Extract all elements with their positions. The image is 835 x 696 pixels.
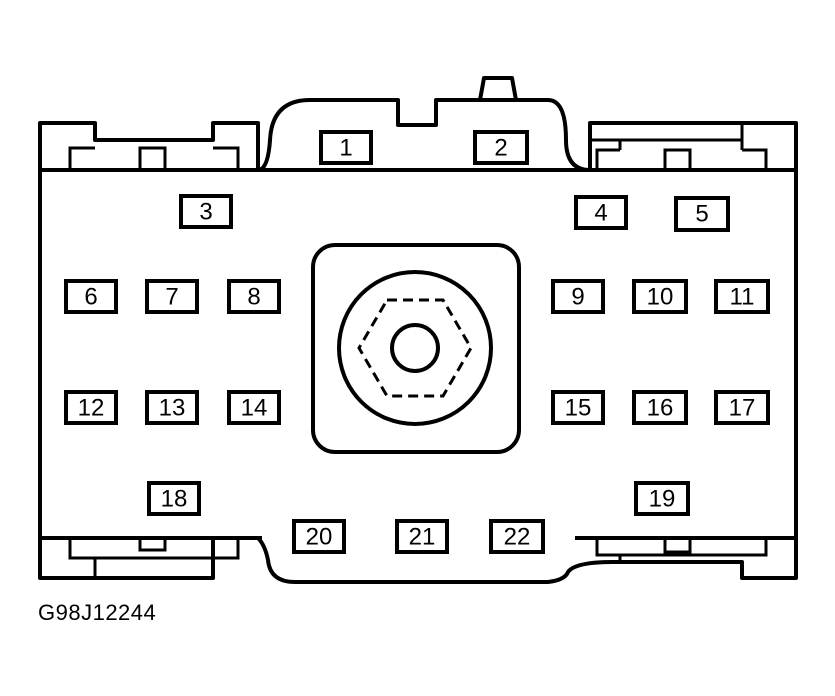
center-bolt-hole: [390, 323, 440, 373]
pin-17-label: 17: [729, 395, 756, 422]
pin-12: 12: [64, 390, 118, 425]
pin-4: 4: [574, 195, 628, 230]
top-key-tab: [478, 76, 518, 101]
pin-20-label: 20: [306, 524, 333, 551]
pin-4-label: 4: [594, 200, 607, 227]
pin-19-label: 19: [649, 486, 676, 513]
pin-5: 5: [674, 196, 730, 232]
pin-9-label: 9: [571, 284, 584, 311]
pin-21: 21: [395, 519, 449, 554]
pin-20: 20: [292, 519, 346, 554]
pin-8: 8: [227, 279, 281, 314]
pin-9: 9: [551, 279, 605, 314]
pin-18: 18: [147, 481, 201, 516]
pin-13-label: 13: [159, 395, 186, 422]
pin-15-label: 15: [565, 395, 592, 422]
pin-16-label: 16: [647, 395, 674, 422]
pin-cavities: 1 2 3 4 5 6 7 8 9 10 11 12 13 14 15 16 1…: [64, 130, 770, 554]
pin-3-label: 3: [199, 199, 212, 226]
pin-1: 1: [319, 130, 373, 165]
latch-top-left: [68, 146, 240, 170]
pin-16: 16: [632, 390, 688, 425]
pin-12-label: 12: [78, 395, 105, 422]
pin-7-label: 7: [165, 284, 178, 311]
pin-14-label: 14: [241, 395, 268, 422]
center-boss: [311, 243, 521, 454]
latch-bottom-left: [68, 538, 240, 578]
pin-6: 6: [64, 279, 118, 314]
pin-8-label: 8: [247, 284, 260, 311]
connector-housing-outline: [38, 98, 798, 584]
pin-21-label: 21: [409, 524, 436, 551]
latch-top-right: [595, 148, 768, 170]
latch-bottom-right: [595, 538, 768, 562]
pin-11-label: 11: [730, 284, 755, 311]
pin-11: 11: [714, 279, 770, 314]
pin-1-label: 1: [339, 135, 352, 162]
pin-10: 10: [632, 279, 688, 314]
pin-22-label: 22: [504, 524, 531, 551]
pin-3: 3: [179, 194, 233, 229]
pin-17: 17: [714, 390, 770, 425]
figure-id: G98J12244: [38, 600, 157, 625]
pin-5-label: 5: [695, 201, 708, 228]
center-hex-nut: [357, 298, 473, 398]
pin-2-label: 2: [494, 135, 507, 162]
pin-6-label: 6: [84, 284, 97, 311]
pin-7: 7: [145, 279, 199, 314]
pin-2: 2: [473, 130, 529, 165]
pin-19: 19: [634, 481, 690, 516]
pin-10-label: 10: [647, 284, 674, 311]
pin-14: 14: [227, 390, 281, 425]
pin-22: 22: [489, 519, 545, 554]
pin-15: 15: [551, 390, 605, 425]
center-outer-ring: [337, 270, 493, 426]
pin-13: 13: [145, 390, 199, 425]
pin-18-label: 18: [161, 486, 188, 513]
